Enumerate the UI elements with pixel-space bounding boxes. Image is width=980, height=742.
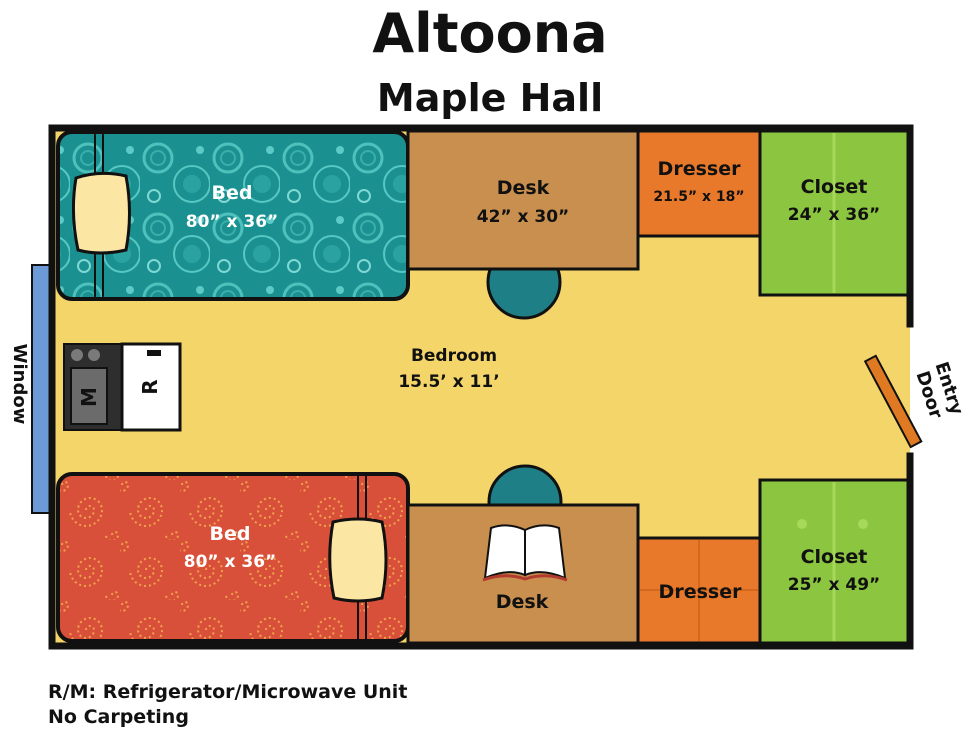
closet-top-name: Closet (801, 176, 868, 198)
closet-top[interactable]: Closet 24” x 36” (758, 129, 910, 297)
microwave-knob-icon (71, 349, 83, 361)
bed-bottom[interactable]: Bed 80” x 36” (56, 472, 410, 643)
desk-top-name: Desk (497, 177, 550, 199)
bed-top-name: Bed (212, 182, 253, 204)
bed-top[interactable]: Bed 80” x 36” (56, 130, 410, 301)
closet-knob-icon (858, 519, 868, 529)
hall-subtitle: Maple Hall (376, 76, 604, 120)
note-carpeting: No Carpeting (48, 706, 189, 728)
refrigerator[interactable] (120, 342, 182, 432)
dresser-top-size: 21.5” x 18” (653, 189, 744, 205)
desk-top[interactable]: Desk 42” x 30” (406, 129, 640, 271)
closet-bottom-size: 25” x 49” (788, 575, 880, 595)
building-title: Altoona (372, 2, 608, 65)
closet-top-size: 24” x 36” (788, 205, 880, 225)
dresser-bottom[interactable]: Dresser (636, 536, 762, 645)
legend-notes: R/M: Refrigerator/Microwave Unit No Carp… (48, 680, 407, 730)
open-book-icon (482, 524, 568, 582)
refrigerator-microwave-unit[interactable]: M R (63, 342, 182, 432)
microwave-knob-icon (88, 349, 100, 361)
bed-bottom-size: 80” x 36” (184, 552, 276, 572)
dresser-bottom-name: Dresser (659, 581, 743, 603)
refrigerator-label: R (138, 379, 162, 394)
dresser-top-name: Dresser (658, 158, 742, 180)
desk-bottom[interactable]: Desk (406, 503, 640, 645)
closet-knob-icon (797, 519, 807, 529)
pillow-icon (71, 171, 131, 255)
entry-door[interactable] (863, 354, 923, 449)
bed-bottom-name: Bed (210, 523, 251, 545)
window-label: Window (9, 344, 30, 425)
entry-door-label: Entry Door (911, 359, 967, 421)
dresser-top[interactable]: Dresser 21.5” x 18” (636, 129, 762, 238)
bedroom-name: Bedroom (411, 346, 497, 366)
fridge-handle-icon (147, 350, 161, 356)
desk-bottom-name: Desk (496, 591, 549, 613)
note-rm-unit: R/M: Refrigerator/Microwave Unit (48, 681, 408, 703)
microwave-label: M (77, 387, 101, 407)
bed-top-size: 80” x 36” (186, 212, 278, 232)
closet-bottom-name: Closet (801, 546, 868, 568)
pillow-icon (328, 517, 388, 603)
room-walls (48, 124, 914, 650)
desk-top-size: 42” x 30” (477, 207, 569, 227)
bedroom-size: 15.5’ x 11’ (398, 372, 499, 392)
closet-bottom[interactable]: Closet 25” x 49” (758, 478, 910, 645)
